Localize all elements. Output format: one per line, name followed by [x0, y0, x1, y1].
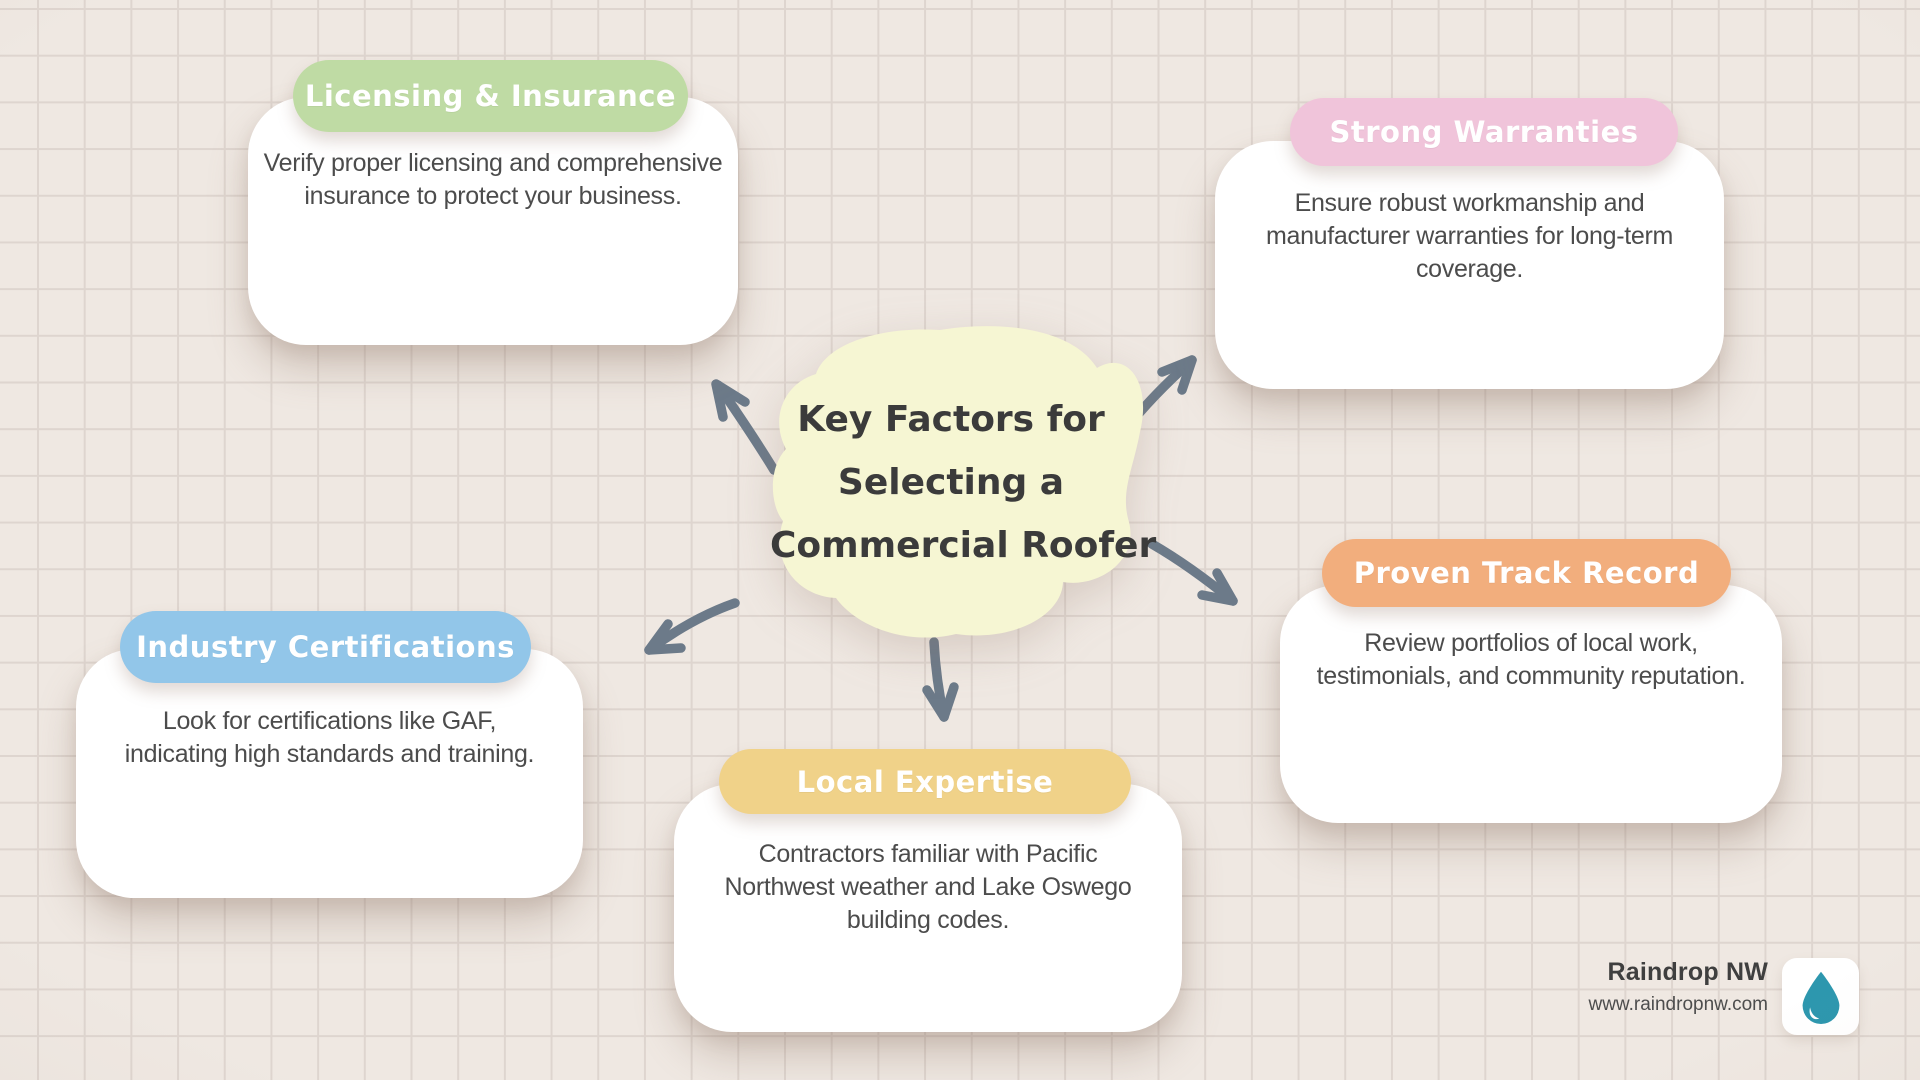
body-line: Ensure robust workmanship and: [1294, 189, 1645, 217]
card-industry-certifications: Industry Certifications Look for certifi…: [76, 611, 583, 898]
body-line: Contractors familiar with Pacific: [758, 840, 1098, 868]
brand-block: Raindrop NW www.raindropnw.com: [1588, 958, 1768, 1016]
brand-name: Raindrop NW: [1607, 958, 1768, 986]
industry-certifications-pill: Industry Certifications: [120, 611, 531, 683]
brand-website: www.raindropnw.com: [1588, 994, 1768, 1015]
main-title-line: Key Factors for: [797, 399, 1105, 440]
body-line: building codes.: [846, 906, 1010, 934]
arrow-down-icon: [922, 637, 959, 722]
licensing-insurance-title: Licensing & Insurance: [304, 79, 677, 113]
card-strong-warranties: Strong Warranties Ensure robust workmans…: [1215, 98, 1724, 389]
local-expertise-body: Contractors familiar with Pacific Northw…: [674, 784, 1182, 1032]
main-title-line: Commercial Roofer: [770, 525, 1157, 566]
industry-certifications-title: Industry Certifications: [136, 630, 515, 664]
main-title-line: Selecting a: [837, 462, 1065, 503]
card-proven-track-record: Proven Track Record Review portfolios of…: [1280, 539, 1782, 823]
body-line: testimonials, and community reputation.: [1316, 662, 1746, 690]
body-line: coverage.: [1415, 255, 1524, 283]
industry-certifications-body: Look for certifications like GAF, indica…: [76, 649, 583, 898]
raindrop-icon: [1802, 971, 1839, 1024]
arrow-up-left-icon: [711, 379, 779, 475]
arrow-down-left-icon: [644, 598, 740, 655]
local-expertise-title: Local Expertise: [796, 764, 1054, 799]
strong-warranties-pill: Strong Warranties: [1290, 98, 1678, 166]
body-line: Review portfolios of local work,: [1364, 629, 1698, 657]
body-line: Verify proper licensing and comprehensiv…: [263, 149, 723, 177]
strong-warranties-title: Strong Warranties: [1329, 115, 1639, 149]
body-line: Look for certifications like GAF,: [162, 707, 497, 735]
proven-track-record-body: Review portfolios of local work, testimo…: [1280, 585, 1782, 823]
body-line: insurance to protect your business.: [304, 182, 682, 210]
body-line: manufacturer warranties for long-term: [1265, 222, 1674, 250]
proven-track-record-title: Proven Track Record: [1353, 556, 1700, 590]
local-expertise-pill: Local Expertise: [719, 749, 1131, 814]
licensing-insurance-pill: Licensing & Insurance: [293, 60, 688, 132]
licensing-insurance-body: Verify proper licensing and comprehensiv…: [248, 97, 738, 345]
arrow-down-right-icon: [1147, 539, 1238, 606]
body-line: indicating high standards and training.: [124, 740, 535, 768]
strong-warranties-body: Ensure robust workmanship and manufactur…: [1215, 141, 1724, 389]
brand-logo: [1782, 958, 1859, 1035]
main-title: Key Factors for Selecting a Commercial R…: [770, 388, 1157, 577]
card-local-expertise: Local Expertise Contractors familiar wit…: [674, 749, 1182, 1032]
arrow-up-right-icon: [1122, 355, 1197, 433]
body-line: Northwest weather and Lake Oswego: [724, 873, 1132, 901]
card-licensing-insurance: Licensing & Insurance Verify proper lice…: [248, 60, 738, 345]
proven-track-record-pill: Proven Track Record: [1322, 539, 1731, 607]
